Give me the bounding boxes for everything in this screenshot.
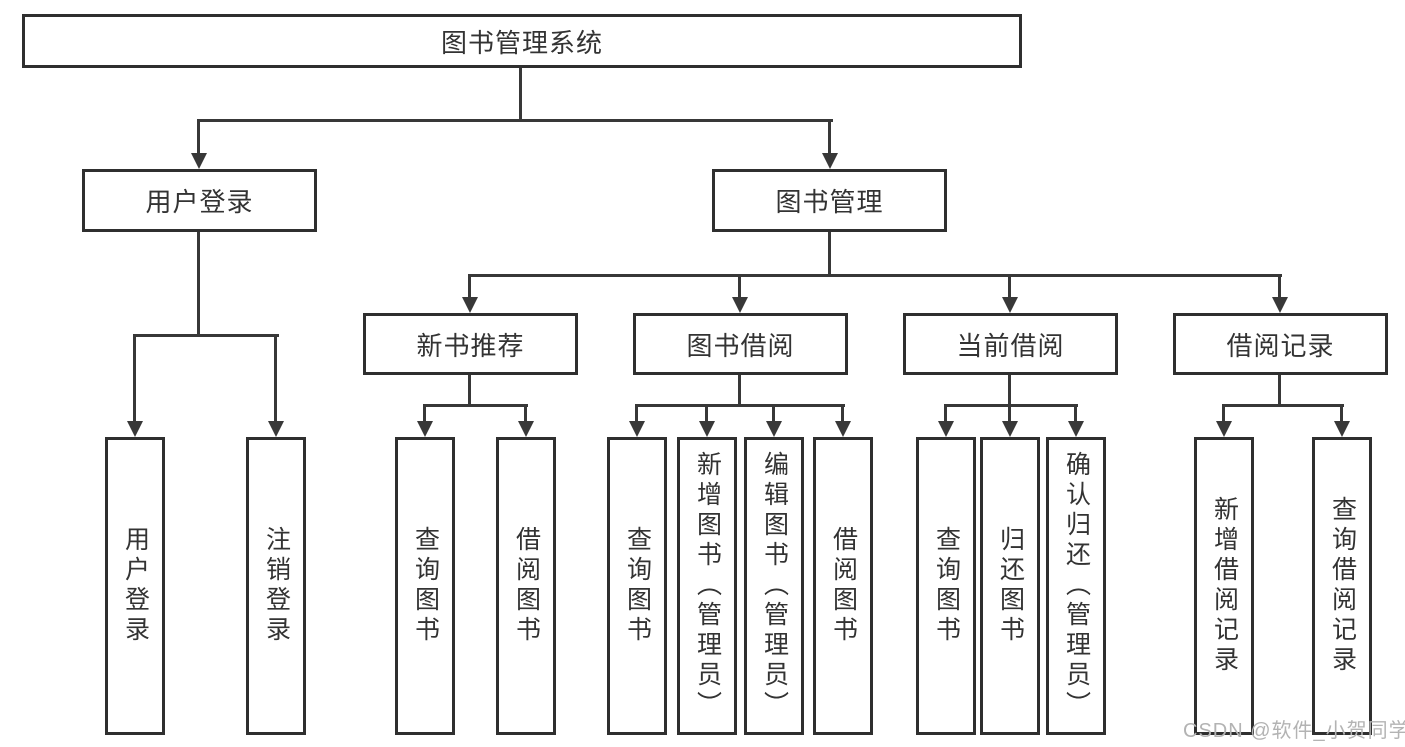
leaf-query-borrow-record: 查询借阅记录 xyxy=(1312,437,1372,735)
node-library-system: 图书管理系统 xyxy=(22,14,1022,68)
connector-user-login-crossbar xyxy=(133,334,279,337)
arrowhead-leaf-user-login xyxy=(127,421,143,437)
connector-to-leaf-query-books-3 xyxy=(944,404,947,423)
leaf-query-borrow-record-label: 查询借阅记录 xyxy=(1328,496,1357,676)
node-book-management: 图书管理 xyxy=(712,169,947,232)
node-current-borrow: 当前借阅 xyxy=(903,313,1118,375)
connector-borrow-records-stem xyxy=(1278,375,1281,407)
node-user-login-label: 用户登录 xyxy=(145,187,254,217)
node-book-borrow: 图书借阅 xyxy=(633,313,848,375)
connector-to-leaf-add-record xyxy=(1222,404,1225,423)
connector-to-leaf-add-books xyxy=(705,404,708,423)
connector-root-crossbar xyxy=(197,119,833,122)
node-new-book-recommend: 新书推荐 xyxy=(363,313,578,375)
arrowhead-leaf-query-books-1 xyxy=(417,421,433,437)
arrowhead-leaf-add-record xyxy=(1216,421,1232,437)
connector-user-login-stem xyxy=(197,232,200,337)
leaf-query-books-2-label: 查询图书 xyxy=(623,526,652,646)
connector-current-borrow-crossbar xyxy=(944,404,1078,407)
leaf-borrow-books-1: 借阅图书 xyxy=(496,437,556,735)
leaf-add-books-admin-label: 新增图书（管理员） xyxy=(693,451,722,721)
leaf-return-books: 归还图书 xyxy=(980,437,1040,735)
connector-to-leaf-edit-books xyxy=(772,404,775,423)
connector-book-management-crossbar xyxy=(468,274,1282,277)
leaf-user-login: 用户登录 xyxy=(105,437,165,735)
arrowhead-book-borrow xyxy=(732,297,748,313)
connector-to-leaf-user-login xyxy=(133,334,136,423)
node-borrow-records-label: 借阅记录 xyxy=(1226,330,1335,361)
leaf-borrow-books-2: 借阅图书 xyxy=(813,437,873,735)
leaf-query-books-3: 查询图书 xyxy=(916,437,976,735)
connector-to-new-book-recommend xyxy=(468,274,471,299)
connector-to-leaf-return-books xyxy=(1008,404,1011,423)
arrowhead-leaf-borrow-books-2 xyxy=(835,421,851,437)
leaf-add-borrow-record-label: 新增借阅记录 xyxy=(1210,496,1239,676)
node-library-system-label: 图书管理系统 xyxy=(440,27,603,58)
arrowhead-leaf-confirm-return xyxy=(1068,421,1084,437)
connector-to-leaf-query-books-2 xyxy=(635,404,638,423)
connector-borrow-records-crossbar xyxy=(1222,404,1344,407)
connector-to-book-borrow xyxy=(738,274,741,299)
arrowhead-leaf-query-record xyxy=(1334,421,1350,437)
connector-root-stem xyxy=(519,68,522,121)
connector-current-borrow-stem xyxy=(1008,375,1011,407)
connector-to-leaf-confirm-return xyxy=(1074,404,1077,423)
arrowhead-leaf-edit-books xyxy=(766,421,782,437)
connector-book-borrow-crossbar xyxy=(635,404,845,407)
leaf-add-borrow-record: 新增借阅记录 xyxy=(1194,437,1254,735)
leaf-query-books-3-label: 查询图书 xyxy=(932,526,961,646)
leaf-confirm-return-admin: 确认归还（管理员） xyxy=(1046,437,1106,735)
node-book-management-label: 图书管理 xyxy=(775,187,884,217)
node-book-borrow-label: 图书借阅 xyxy=(686,330,795,361)
leaf-query-books-1: 查询图书 xyxy=(395,437,455,735)
leaf-logout-label: 注销登录 xyxy=(262,526,291,646)
arrowhead-leaf-add-books xyxy=(699,421,715,437)
leaf-borrow-books-1-label: 借阅图书 xyxy=(512,526,541,646)
connector-new-book-recommend-crossbar xyxy=(423,404,528,407)
connector-to-leaf-borrow-books-2 xyxy=(841,404,844,423)
arrowhead-new-book-recommend xyxy=(462,297,478,313)
leaf-user-login-label: 用户登录 xyxy=(121,526,150,646)
node-borrow-records: 借阅记录 xyxy=(1173,313,1388,375)
connector-to-leaf-query-books-1 xyxy=(423,404,426,423)
arrowhead-user-login xyxy=(191,153,207,169)
arrowhead-book-management xyxy=(822,153,838,169)
node-user-login: 用户登录 xyxy=(82,169,317,232)
connector-to-leaf-query-record xyxy=(1340,404,1343,423)
csdn-watermark: CSDN @软件_小贺同学 xyxy=(1183,720,1405,742)
connector-to-leaf-borrow-books-1 xyxy=(524,404,527,423)
leaf-edit-books-admin: 编辑图书（管理员） xyxy=(744,437,804,735)
connector-root-to-user-login xyxy=(197,119,200,155)
connector-root-to-book-management xyxy=(828,119,831,155)
arrowhead-current-borrow xyxy=(1002,297,1018,313)
leaf-return-books-label: 归还图书 xyxy=(996,526,1025,646)
connector-to-current-borrow xyxy=(1008,274,1011,299)
arrowhead-borrow-records xyxy=(1272,297,1288,313)
connector-book-borrow-stem xyxy=(738,375,741,407)
node-current-borrow-label: 当前借阅 xyxy=(956,330,1065,361)
leaf-confirm-return-admin-label: 确认归还（管理员） xyxy=(1062,451,1091,721)
connector-new-book-recommend-stem xyxy=(468,375,471,407)
arrowhead-leaf-borrow-books-1 xyxy=(518,421,534,437)
arrowhead-leaf-return-books xyxy=(1002,421,1018,437)
leaf-query-books-1-label: 查询图书 xyxy=(411,526,440,646)
leaf-logout: 注销登录 xyxy=(246,437,306,735)
connector-to-borrow-records xyxy=(1278,274,1281,299)
leaf-borrow-books-2-label: 借阅图书 xyxy=(829,526,858,646)
leaf-add-books-admin: 新增图书（管理员） xyxy=(677,437,737,735)
arrowhead-leaf-query-books-2 xyxy=(629,421,645,437)
node-new-book-recommend-label: 新书推荐 xyxy=(416,330,525,361)
arrowhead-leaf-query-books-3 xyxy=(938,421,954,437)
leaf-query-books-2: 查询图书 xyxy=(607,437,667,735)
arrowhead-leaf-logout xyxy=(268,421,284,437)
leaf-edit-books-admin-label: 编辑图书（管理员） xyxy=(760,451,789,721)
connector-book-management-stem xyxy=(828,232,831,277)
connector-to-leaf-logout xyxy=(274,334,277,423)
